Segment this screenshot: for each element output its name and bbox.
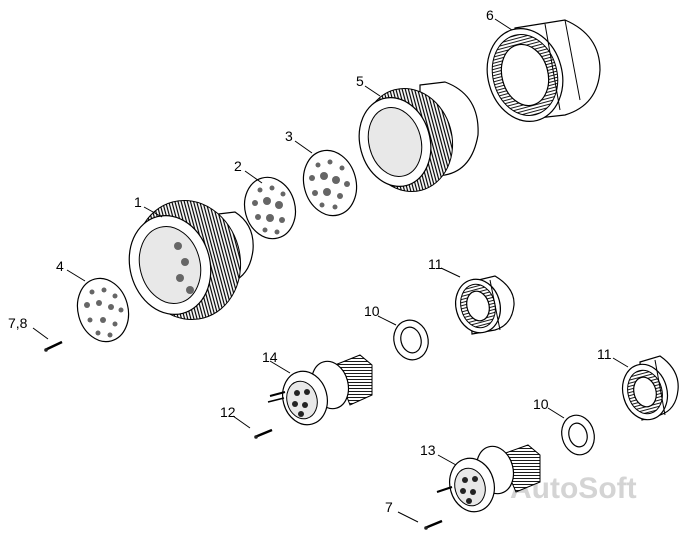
part-1-knurled-housing xyxy=(128,200,254,320)
callout-1: 1 xyxy=(134,194,142,210)
part-11-nut-upper xyxy=(455,275,515,335)
part-14-receptacle xyxy=(267,354,373,426)
callout-14: 14 xyxy=(262,349,278,365)
part-10-washer-upper xyxy=(393,319,429,361)
part-6-coupling-nut xyxy=(486,19,601,122)
callout-10-upper: 10 xyxy=(364,303,380,319)
callout-11-lower: 11 xyxy=(597,346,612,362)
part-11-nut-lower xyxy=(621,355,679,421)
callout-7-8: 7,8 xyxy=(8,315,28,331)
part-7-pin-lower xyxy=(424,519,443,530)
callout-5: 5 xyxy=(356,73,364,89)
callout-4: 4 xyxy=(56,258,64,274)
callout-3: 3 xyxy=(285,128,293,144)
callout-13: 13 xyxy=(420,442,436,458)
callout-7: 7 xyxy=(385,499,393,515)
part-10-washer-lower xyxy=(561,414,595,456)
part-5-knurled-shell xyxy=(358,81,479,193)
callout-12: 12 xyxy=(220,404,236,420)
part-7-8-pin xyxy=(44,340,63,352)
part-3-insert-disc xyxy=(302,149,358,217)
callout-10-lower: 10 xyxy=(533,396,549,412)
callout-6: 6 xyxy=(486,7,494,23)
callout-11-upper: 11 xyxy=(428,256,443,272)
callout-2: 2 xyxy=(234,158,242,174)
part-4-insert-disc xyxy=(76,277,130,343)
leader-lines xyxy=(32,18,629,523)
part-13-receptacle xyxy=(436,444,541,513)
callout-labels: 1 2 3 4 5 6 7,8 7 10 10 11 11 12 13 14 xyxy=(8,7,612,515)
part-2-insert-disc xyxy=(243,176,297,240)
part-12-pin xyxy=(254,428,273,439)
